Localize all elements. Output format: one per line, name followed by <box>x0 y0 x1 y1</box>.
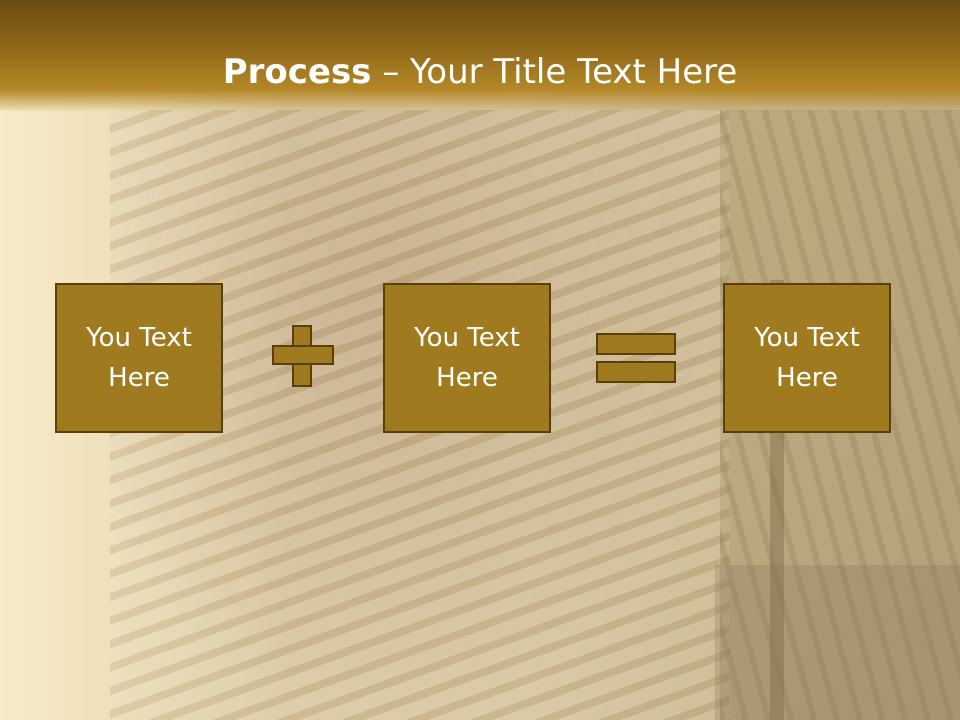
process-box-2-line1: You Text <box>414 323 520 353</box>
process-box-2-line2: Here <box>436 363 498 393</box>
title-rest-text: – Your Title Text Here <box>371 52 738 92</box>
equals-icon-top-bar <box>596 333 676 355</box>
equals-icon-bottom-bar <box>596 361 676 383</box>
title-bold-text: Process <box>222 52 372 92</box>
process-box-3-line1: You Text <box>754 323 860 353</box>
slide-title[interactable]: Process – Your Title Text Here <box>0 52 960 92</box>
title-bar <box>0 0 960 112</box>
background-planter <box>715 565 960 720</box>
process-box-3-line2: Here <box>776 363 838 393</box>
process-box-1-line2: Here <box>108 363 170 393</box>
process-box-1-line1: You Text <box>86 323 192 353</box>
plus-icon-center <box>294 347 310 363</box>
